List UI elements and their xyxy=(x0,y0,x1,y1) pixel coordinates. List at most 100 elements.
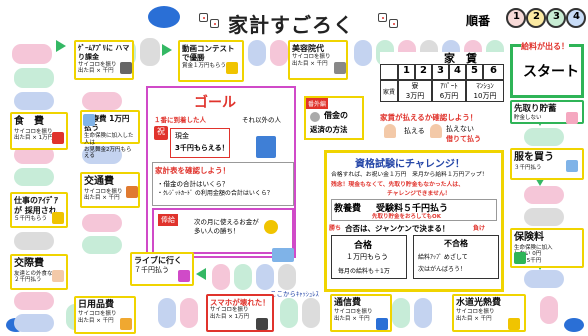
trophy-icon xyxy=(226,62,238,74)
exam-lose-mark: 負け xyxy=(473,225,486,232)
square-sumaho[interactable]: スマホが壊れた！ サイコロを振り 出た目 × 1万円 xyxy=(206,294,274,332)
path-cell xyxy=(524,208,564,226)
goal-title: ゴール xyxy=(194,95,236,111)
shield-icon xyxy=(514,252,526,264)
goal-iwai: 祝 xyxy=(154,126,168,140)
goal-tag: 俸給 xyxy=(158,214,178,226)
path-cell xyxy=(14,292,54,310)
path-cell xyxy=(540,296,558,324)
logo-icon xyxy=(148,6,180,28)
concert-icon xyxy=(178,270,190,282)
food-icon xyxy=(52,132,64,144)
order-coin-4[interactable]: 4 xyxy=(566,8,586,28)
path-cell xyxy=(524,128,564,146)
start-banner: 給料が出る！ xyxy=(521,41,569,52)
rent-title: 家 賃 xyxy=(444,52,477,65)
rent-can-pay: 払える xyxy=(404,127,425,135)
square-biyoin[interactable]: 美容院代 サイコロを振り 出た目 × 千円 xyxy=(288,40,348,80)
path-cell xyxy=(14,68,54,88)
path-cell xyxy=(12,44,52,64)
arrow-left-icon xyxy=(196,268,206,280)
path-cell xyxy=(354,40,372,66)
start-panel[interactable]: 給料が出る！ スタート xyxy=(510,41,584,98)
path-cell xyxy=(14,314,54,332)
idea-icon xyxy=(52,212,64,224)
path-cell xyxy=(524,186,564,204)
path-cell xyxy=(392,298,410,328)
rent-pay-banner: 家賃が払えるか確認しよう！ xyxy=(380,113,478,122)
logo-icon-small-right xyxy=(564,318,584,332)
calculator-icon xyxy=(256,136,276,158)
hospital-icon xyxy=(83,114,95,126)
exam-win-mark: 勝ち xyxy=(329,225,342,232)
exam-fail-box: 不合格 給料ｱｯﾌﾟ めざして 次はがんばろう！ xyxy=(413,235,499,279)
goal-others: それ以外の人 xyxy=(242,116,281,124)
order-coin-2[interactable]: 2 xyxy=(526,8,546,28)
path-cell xyxy=(302,298,320,328)
rent-cannot-pay: 払えない xyxy=(446,125,474,133)
square-shokuhi[interactable]: 食 費 サイコロを振り 出た目 × 1万円 xyxy=(10,112,68,150)
goal-cash-box: 現金 3千円もらえる！ xyxy=(170,128,230,158)
path-cell xyxy=(248,40,266,66)
path-cell xyxy=(270,40,288,66)
path-cell xyxy=(82,236,122,254)
bangai-panel: 番外編 借金の 返済の方法 xyxy=(304,96,364,140)
order-coin-3[interactable]: 3 xyxy=(546,8,566,28)
bangai-tag: 番外編 xyxy=(306,98,329,109)
goal-panel: ゴール １番に到着した人 それ以外の人 祝 現金 3千円もらえる！ 家計表を確認… xyxy=(146,86,296,258)
arrow-right-icon xyxy=(162,44,172,56)
path-cell xyxy=(14,168,54,186)
path-cell xyxy=(278,264,296,290)
path-cell xyxy=(82,146,122,164)
scissors-icon xyxy=(334,62,346,74)
card-icon xyxy=(272,248,294,262)
path-cell xyxy=(524,270,564,288)
goal-next-box: 俸給 次の月に使えるお金が多い人の勝ち！ xyxy=(152,208,294,254)
path-cell xyxy=(14,146,54,164)
piggy-bank-icon xyxy=(566,112,578,124)
person-icon xyxy=(430,124,442,138)
cart-icon xyxy=(120,318,132,330)
cashless-label: ここからｷｬｯｼｭﾚｽ xyxy=(270,290,319,298)
exam-pass-box: 合格 １万円もらう 毎月の給料も＋1万 xyxy=(331,235,407,279)
goal-check-box: 家計表を確認しよう！ ・借金の合計はいくら？ ・ｸﾚｼﾞｯﾄｶｰﾄﾞ の利用金額… xyxy=(152,162,294,206)
path-cell xyxy=(140,38,160,66)
arrow-down-icon xyxy=(534,176,546,186)
rent-borrow: 借りて払う xyxy=(446,135,481,143)
start-label: スタート xyxy=(523,64,579,80)
exam-panel: 資格試験にチャレンジ！ 合格すれば、お祝い金１万円 来月から給料１万円アップ！ … xyxy=(324,150,504,292)
shirt-icon xyxy=(566,160,578,172)
phone-icon xyxy=(256,318,268,330)
order-coin-1[interactable]: 1 xyxy=(506,8,526,28)
game-icon xyxy=(120,62,132,74)
coin-icon xyxy=(310,112,320,122)
order-panel: 1 2 3 4 xyxy=(504,4,586,34)
square-nichiyo[interactable]: 日用品費 サイコロを振り 出た目 × 千円 xyxy=(74,296,136,334)
square-game-app[interactable]: ｹﾞｰﾑｱﾌﾟﾘに ハマり課金 サイコロを振り 出た目 × 千円 xyxy=(74,40,134,80)
path-cell xyxy=(280,298,298,328)
path-cell xyxy=(212,264,230,290)
exam-title: 資格試験にチャレンジ！ xyxy=(355,159,465,170)
goal-first: １番に到着した人 xyxy=(154,116,206,124)
bus-icon xyxy=(126,186,138,198)
page-title: 家計すごろく xyxy=(228,13,354,37)
square-hoken[interactable]: 保険料 生命保険に加入 しない 0円 する 5千円 xyxy=(510,228,584,268)
path-cell xyxy=(158,298,176,328)
path-cell xyxy=(82,92,122,110)
path-cell xyxy=(180,298,198,328)
order-label: 順番 xyxy=(466,14,491,28)
exam-fee-box: 教養費 受験料５千円払う 先取り貯金をおろしてもOK xyxy=(331,199,497,221)
path-cell xyxy=(14,92,54,110)
arrow-right-icon xyxy=(56,40,66,52)
path-cell xyxy=(82,214,122,232)
square-doga-contest[interactable]: 動画コンテスト で優勝 賞金１万円もらう xyxy=(178,40,244,82)
lightbulb-icon xyxy=(508,318,520,330)
medal-icon xyxy=(264,220,278,234)
path-cell xyxy=(256,264,274,290)
path-cell xyxy=(14,232,54,250)
path-cell xyxy=(234,264,252,290)
wifi-icon xyxy=(376,318,388,330)
path-cell xyxy=(414,298,432,328)
rent-panel: 家 賃 1 2 3 4 5 6 家賃 寮 3万円 ｱﾊﾟｰﾄ 6万円 ﾏﾝｼｮﾝ… xyxy=(380,52,504,110)
